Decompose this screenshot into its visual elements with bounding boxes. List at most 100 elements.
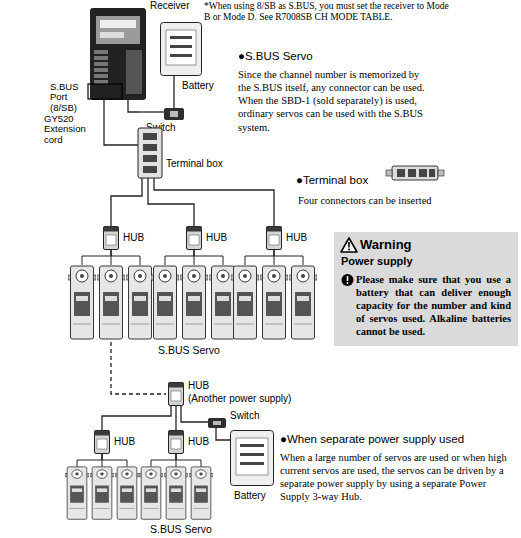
hub-body — [95, 431, 110, 454]
hub-plate — [189, 235, 199, 245]
hub-plate — [106, 235, 116, 245]
section-heading: ●Terminal box — [296, 174, 368, 188]
servo — [139, 467, 163, 519]
terminal-slot — [419, 169, 427, 177]
node-label: HUB — [206, 232, 227, 244]
node-label: HUB — [188, 436, 209, 448]
section-heading: ●S.BUS Servo — [238, 50, 313, 64]
hub-body — [267, 227, 282, 250]
wire-stub — [175, 406, 176, 408]
hub-body — [169, 383, 184, 406]
servo-wire — [245, 250, 274, 265]
wire-stub — [103, 99, 104, 102]
wire-stub — [180, 406, 181, 408]
port-label: S.BUS Port (8/SB) — [50, 82, 88, 113]
terminal-box-tab — [438, 170, 444, 176]
terminal-slot — [143, 133, 157, 140]
warning-box: WarningPower supplyPlease make sure that… — [334, 232, 518, 346]
battery: Battery — [230, 430, 278, 503]
receiver-body — [90, 8, 146, 100]
connector-wire — [104, 102, 136, 145]
hub: HUB — [266, 226, 310, 250]
hub-body — [187, 227, 202, 250]
wire-stub — [138, 111, 164, 112]
port-outline — [88, 84, 122, 99]
part-label: S.BUS Servo — [158, 344, 220, 357]
section-heading: ●When separate power supply used — [280, 433, 464, 447]
servo — [260, 266, 288, 339]
description: Four connectors can be inserted — [298, 194, 432, 207]
wire-stub — [153, 178, 154, 180]
battery-plate — [236, 438, 268, 475]
servo-wire — [194, 250, 223, 265]
battery-marking — [170, 36, 192, 39]
node-label: Battery — [234, 490, 266, 502]
switch-body — [208, 418, 226, 428]
servo-wire — [151, 454, 176, 467]
terminal-box: Terminal box — [136, 126, 232, 180]
servo-wire — [102, 454, 127, 467]
hub-plate — [269, 235, 279, 245]
wire-stub — [136, 144, 138, 145]
switch: Switch — [206, 410, 264, 430]
connector-wire — [102, 408, 171, 430]
connector-wire — [173, 102, 174, 106]
wire-stub — [173, 76, 174, 102]
battery-marking — [240, 462, 264, 465]
battery: Battery — [160, 22, 232, 102]
battery-plate — [166, 30, 196, 65]
terminal-slot — [429, 169, 435, 177]
caution-icon — [342, 274, 354, 286]
switch-toggle — [213, 421, 221, 425]
terminal-slot — [143, 155, 157, 162]
caution-mark — [347, 282, 349, 284]
switch-body — [164, 108, 184, 120]
terminal-box-picture — [386, 166, 444, 180]
hub: HUB — [94, 430, 138, 454]
node-label: Battery — [182, 80, 214, 92]
battery-marking — [240, 444, 264, 447]
node-label: HUB — [114, 436, 135, 448]
cord-label: GY520 Extension cord — [44, 114, 98, 145]
hub: HUB — [103, 226, 147, 250]
hub-body — [104, 227, 119, 250]
servo — [97, 266, 125, 339]
servo-wire — [82, 250, 111, 265]
servo — [189, 467, 213, 519]
dashed-extension-line — [111, 342, 166, 394]
servo — [90, 467, 114, 519]
warning-triangle — [341, 238, 357, 252]
connector-wire — [111, 180, 142, 226]
servo-wire — [77, 454, 102, 467]
hub-band — [187, 227, 202, 232]
warning-subtitle: Power supply — [341, 255, 511, 268]
node-icon — [136, 126, 232, 180]
hub: HUB — [168, 430, 212, 454]
wire-stub — [170, 406, 171, 408]
servo — [231, 266, 259, 339]
part-label: S.BUS Servo — [150, 523, 212, 536]
receiver-logo — [100, 32, 124, 38]
terminal-box-body — [138, 128, 162, 178]
node-label: Receiver — [150, 0, 189, 12]
wire-stub — [215, 428, 216, 430]
node-label: Terminal box — [166, 158, 223, 170]
warning-text: Please make sure that you use a battery … — [341, 273, 511, 339]
terminal-box-tab — [386, 170, 392, 176]
battery-marking — [240, 453, 264, 456]
wire-stub — [173, 106, 174, 108]
servo — [180, 266, 208, 339]
caution-circle — [342, 274, 354, 286]
servo-wire — [274, 250, 303, 265]
hub-plate — [171, 439, 181, 449]
terminal-slot — [143, 166, 157, 173]
note-text: *When using 8/SB as S.BUS, you must set … — [204, 1, 454, 24]
node-label: Switch — [230, 410, 259, 422]
node-label: HUB — [188, 380, 209, 392]
wire-stub — [127, 100, 128, 102]
servo — [289, 266, 317, 339]
connector-wire — [148, 180, 194, 226]
power-hub: HUB(Another power supply) — [168, 380, 300, 408]
hub-body — [169, 431, 184, 454]
